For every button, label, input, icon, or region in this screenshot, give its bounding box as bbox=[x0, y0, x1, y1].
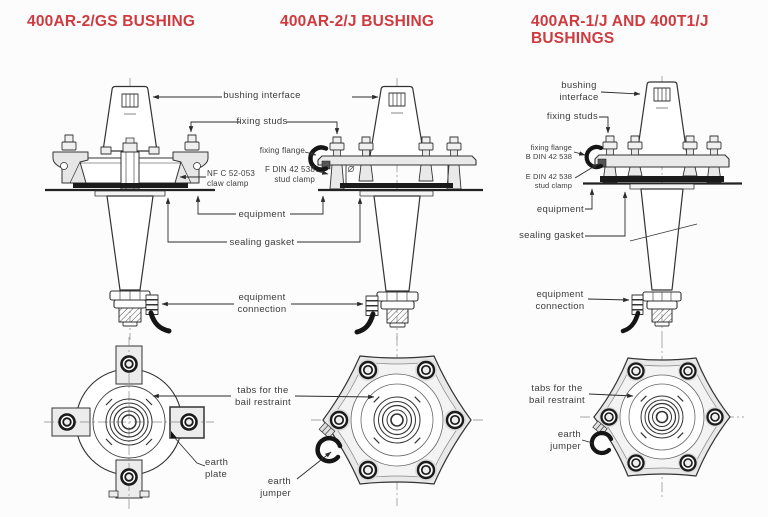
gs-bushing-section-drawing bbox=[45, 78, 215, 340]
label-sealing-gasket-right: sealing gasket bbox=[519, 230, 584, 241]
label-bushing-interface: bushing interface bbox=[223, 90, 301, 101]
title-gs-bushing: 400AR-2/GS BUSHING bbox=[27, 13, 196, 30]
title-j-bushing: 400AR-2/J BUSHING bbox=[280, 13, 435, 30]
label-equipment-right: equipment bbox=[536, 204, 584, 215]
callout-leader-lines bbox=[152, 91, 641, 480]
ar1j-flange-bolts bbox=[600, 362, 724, 472]
gs-tab-bolts bbox=[58, 355, 198, 486]
gs-bottom-view-drawing bbox=[44, 337, 214, 510]
j-bottom-view-drawing bbox=[311, 336, 483, 506]
ar1j-fixing-studs bbox=[602, 135, 722, 156]
ar1j-bottom-view-drawing bbox=[580, 338, 744, 500]
j-flange-bolts bbox=[329, 360, 465, 480]
title-ar1j-line1: 400AR-1/J AND 400T1/J bbox=[531, 13, 709, 30]
label-fixing-flange: fixing flange bbox=[259, 146, 305, 155]
j-bushing-section-drawing bbox=[308, 78, 483, 340]
label-fixing-studs: fixing studs bbox=[236, 116, 288, 127]
label-fixing-studs-right: fixing studs bbox=[546, 111, 598, 122]
label-sealing-gasket: sealing gasket bbox=[229, 237, 295, 248]
title-ar1j-line2: BUSHINGS bbox=[531, 30, 615, 48]
j-fixing-studs bbox=[329, 136, 462, 158]
label-equipment: equipment bbox=[238, 209, 286, 220]
ar1j-bushing-section-drawing bbox=[583, 76, 742, 338]
